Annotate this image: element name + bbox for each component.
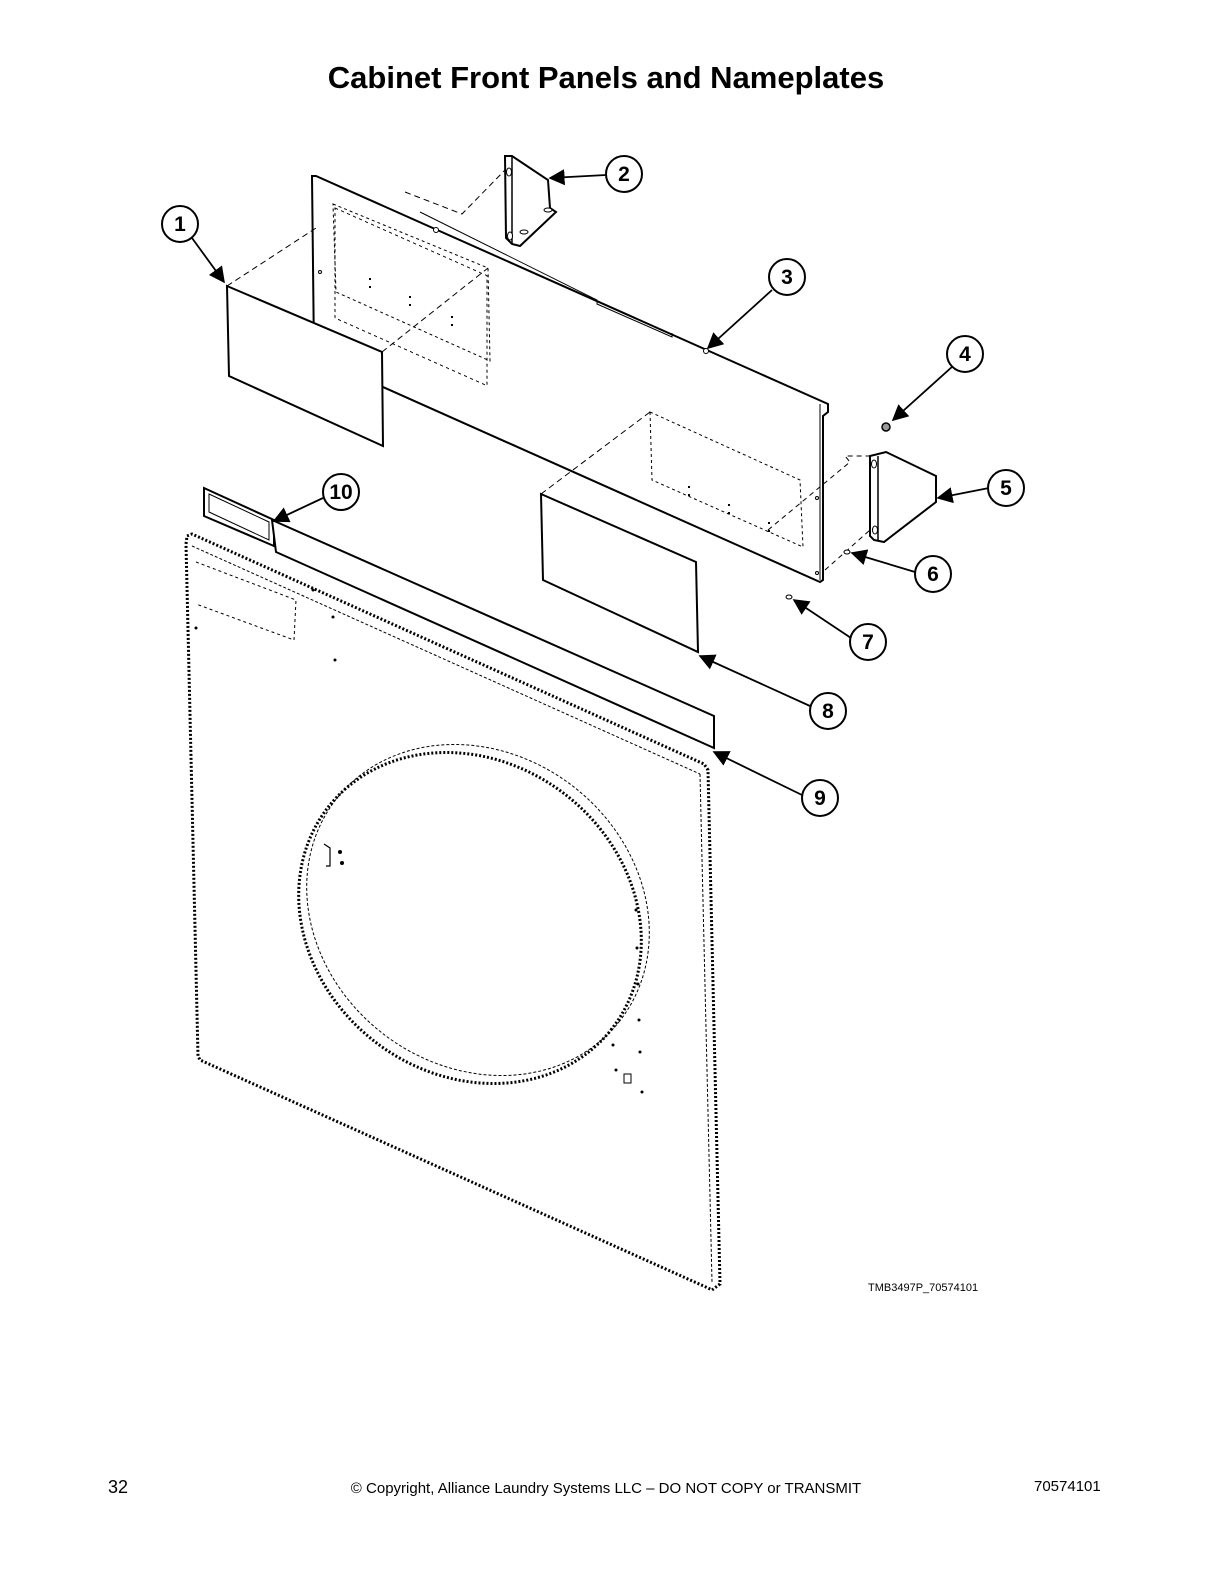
page-number: 32 xyxy=(108,1477,129,1497)
front-panel xyxy=(184,532,722,1292)
callout-6: 6 xyxy=(914,555,952,593)
left-bracket xyxy=(404,155,558,248)
callout-3: 3 xyxy=(768,258,806,296)
plate-cutout-outlines xyxy=(332,203,804,548)
callout-7-label: 7 xyxy=(862,631,874,654)
callout-8: 8 xyxy=(809,692,847,730)
callout-4: 4 xyxy=(946,335,984,373)
page-title: Cabinet Front Panels and Nameplates xyxy=(327,60,885,95)
callout-6-label: 6 xyxy=(927,563,939,586)
left-overlay xyxy=(225,227,489,448)
callout-4-label: 4 xyxy=(959,343,971,366)
nameplate-part xyxy=(203,486,275,548)
screw-parts xyxy=(785,549,851,600)
callout-8-label: 8 xyxy=(822,700,834,723)
right-bracket xyxy=(767,450,937,571)
callout-1: 1 xyxy=(161,205,199,243)
copyright-notice: © Copyright, Alliance Laundry Systems LL… xyxy=(350,1480,862,1497)
callout-2: 2 xyxy=(605,155,643,193)
callout-10: 10 xyxy=(322,473,360,511)
callout-1-label: 1 xyxy=(174,213,186,236)
callout-5: 5 xyxy=(987,469,1025,507)
callout-2-label: 2 xyxy=(618,163,630,186)
callout-9: 9 xyxy=(801,779,839,817)
callout-5-label: 5 xyxy=(1000,477,1012,500)
callout-3-label: 3 xyxy=(781,266,793,289)
leader-lines xyxy=(191,169,990,796)
callout-9-label: 9 xyxy=(814,787,826,810)
document-number: 70574101 xyxy=(1034,1478,1101,1495)
nut-part xyxy=(881,422,891,432)
callout-10-label: 10 xyxy=(329,481,352,504)
trim-strip xyxy=(270,518,715,750)
plate-screw-marks xyxy=(369,278,770,532)
right-overlay xyxy=(539,411,700,654)
callout-7: 7 xyxy=(849,623,887,661)
figure-code: TMB3497P_70574101 xyxy=(868,1282,979,1294)
